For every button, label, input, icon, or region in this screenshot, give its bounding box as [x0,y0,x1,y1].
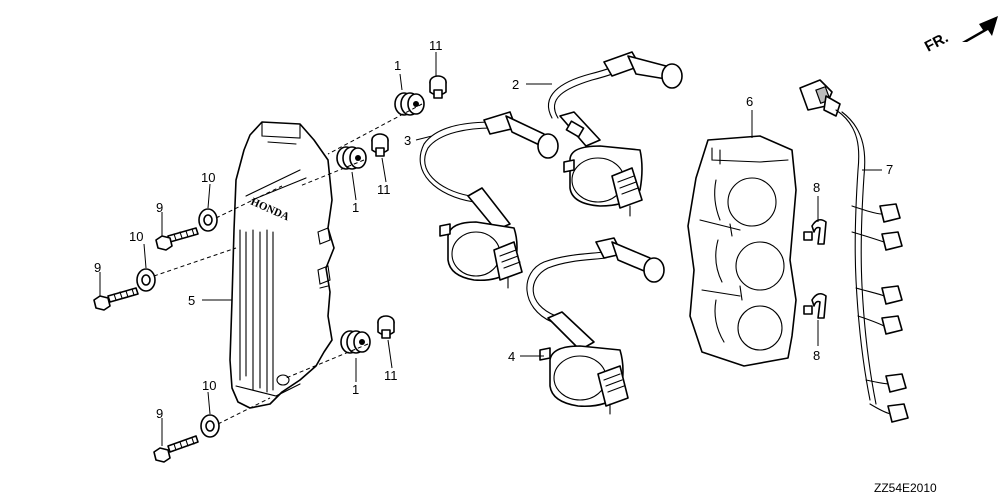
grommet-lower [340,330,371,354]
coil-cover-part: HONDA [229,121,335,409]
callout-1-upper: 1 [394,58,401,73]
callout-3: 3 [404,133,411,148]
callout-2: 2 [512,77,519,92]
collar-lower [377,315,395,339]
callout-4: 4 [508,349,515,364]
callout-6: 6 [746,94,753,109]
callout-9-middle: 9 [94,260,101,275]
callout-8-upper: 8 [813,180,820,195]
washer-upper [198,208,218,232]
front-label: FR. [922,29,951,55]
coil-bracket-part [687,135,797,367]
grommet-middle [336,146,367,170]
front-arrow-icon [962,16,998,42]
callout-5: 5 [188,293,195,308]
grommet-upper [394,92,425,116]
washer-lower [200,414,220,438]
wire-harness-part [799,79,909,423]
callout-numbers: 1 1 1 2 3 4 5 6 7 8 8 9 9 9 10 10 10 11 … [94,38,893,421]
callout-11-lower: 11 [384,368,398,383]
callout-9-upper: 9 [156,200,163,215]
washer-middle [136,268,156,292]
assembly-dashed-lines [153,103,423,425]
callout-11-middle: 11 [377,182,391,197]
ignition-coil-3 [419,111,559,289]
callout-8-lower: 8 [813,348,820,363]
callout-11-upper: 11 [429,38,443,53]
bolt-upper [155,227,199,251]
diagram-code: ZZ54E2010 [874,481,937,495]
leader-lines [99,52,882,446]
bolt-middle [93,287,139,311]
collar-middle [371,133,389,157]
ignition-coil-2 [547,51,683,217]
callout-1-lower: 1 [352,382,359,397]
ignition-coil-4 [526,237,665,415]
wire-clip-upper [803,218,827,245]
front-direction-marker: FR. [922,16,998,56]
callout-1-middle: 1 [352,200,359,215]
callout-10-middle: 10 [129,229,143,244]
callout-10-lower: 10 [202,378,216,393]
bolt-lower [153,435,199,463]
collar-upper [429,75,447,99]
callout-7: 7 [886,162,893,177]
callout-10-upper: 10 [201,170,215,185]
callout-9-lower: 9 [156,406,163,421]
wire-clip-lower [803,292,827,319]
